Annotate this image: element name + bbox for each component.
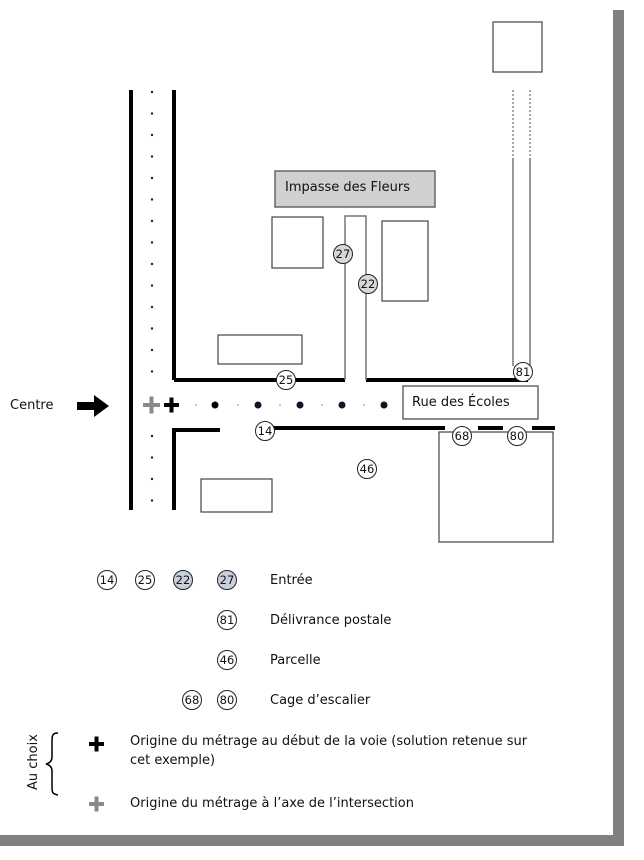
marker-68-text: 68 xyxy=(455,429,470,443)
legend-marker-68: 68 xyxy=(182,690,202,710)
legend-marker-46-text: 46 xyxy=(220,653,235,667)
grey-cross-icon xyxy=(143,396,160,414)
centerline-dot xyxy=(150,112,154,115)
centerline-dot xyxy=(150,477,154,481)
building-south-small xyxy=(200,478,273,513)
au-choix-label: Au choix xyxy=(26,734,41,790)
brace-icon xyxy=(45,732,59,796)
rue-edge-bottom-left xyxy=(172,428,220,510)
legend-marker-81-text: 81 xyxy=(220,613,235,627)
centerline-dot xyxy=(150,284,154,287)
centerline-dot xyxy=(150,90,154,94)
rue-centerline xyxy=(195,401,388,409)
building-stairwell xyxy=(438,431,554,543)
map-markers: 25 14 27 22 81 46 68 80 xyxy=(255,244,533,479)
centerline-dot xyxy=(150,370,154,373)
centerline-dot xyxy=(363,404,365,406)
centerline-dot xyxy=(150,456,154,459)
building-impasse-left xyxy=(271,216,324,269)
legend-origin-start-line2: cet exemple) xyxy=(130,753,216,768)
rue-label-box xyxy=(402,385,539,420)
marker-22: 22 xyxy=(358,274,378,294)
marker-80-text: 80 xyxy=(510,429,525,443)
legend-origin-start-line1: Origine du métrage au début de la voie (… xyxy=(130,734,528,749)
marker-22-text: 22 xyxy=(361,277,376,291)
legend-marker-27-text: 27 xyxy=(220,573,235,587)
centerline-dot xyxy=(150,348,154,352)
impasse-label: Impasse des Fleurs xyxy=(285,180,410,195)
marker-80: 80 xyxy=(507,426,527,446)
legend-marker-80: 80 xyxy=(217,690,237,710)
marker-14: 14 xyxy=(255,421,275,441)
building-north-small xyxy=(217,334,303,365)
page-shadow-bottom xyxy=(0,835,624,846)
page-shadow-right xyxy=(613,10,624,846)
legend-marker-22-text: 22 xyxy=(176,573,191,587)
centre-label: Centre xyxy=(10,398,54,413)
centerline-dot xyxy=(150,434,154,438)
legend-marker-80-text: 80 xyxy=(220,693,235,707)
legend-markers: 14 25 22 27 81 46 68 80 xyxy=(97,570,237,710)
measure-point xyxy=(296,401,304,409)
centerline-dot xyxy=(237,404,239,406)
centerline-dot xyxy=(150,305,154,309)
measure-point xyxy=(380,401,388,409)
road-centerline-dots xyxy=(150,90,154,502)
legend-origin-axis-label: Origine du métrage à l’axe de l’intersec… xyxy=(130,796,414,811)
black-cross-icon xyxy=(164,397,179,413)
marker-46-text: 46 xyxy=(360,462,375,476)
centerline-dot xyxy=(150,155,154,158)
marker-81: 81 xyxy=(513,362,533,382)
postal-path xyxy=(512,90,531,366)
impasse-label-box xyxy=(274,170,436,208)
legend-marker-68-text: 68 xyxy=(185,693,200,707)
marker-25: 25 xyxy=(276,370,296,390)
legend-marker-14: 14 xyxy=(97,570,117,590)
centerline-dot xyxy=(150,241,154,244)
marker-14-text: 14 xyxy=(258,424,273,438)
centerline-dot xyxy=(150,133,154,137)
centerline-dot xyxy=(150,198,154,201)
centerline-dot xyxy=(150,176,154,180)
legend-marker-25-text: 25 xyxy=(138,573,153,587)
marker-25-text: 25 xyxy=(279,373,294,387)
legend-black-cross-icon xyxy=(89,736,104,752)
measure-point xyxy=(211,401,219,409)
legend-entree-label: Entrée xyxy=(270,573,313,588)
centerline-dot xyxy=(195,404,197,406)
centerline-dot xyxy=(150,219,154,223)
legend-parcelle-label: Parcelle xyxy=(270,653,321,668)
right-arrow-icon xyxy=(77,395,109,417)
legend-cage-label: Cage d’escalier xyxy=(270,693,371,708)
centerline-dot xyxy=(279,404,281,406)
marker-68: 68 xyxy=(452,426,472,446)
marker-27: 27 xyxy=(333,244,353,264)
centerline-dot xyxy=(321,404,323,406)
measure-point xyxy=(338,401,346,409)
marker-27-text: 27 xyxy=(336,247,351,261)
legend-marker-14-text: 14 xyxy=(100,573,115,587)
centerline-dot xyxy=(150,262,154,266)
building-postal-remote xyxy=(492,21,543,73)
legend-grey-cross-icon xyxy=(89,796,104,812)
main-vertical-road xyxy=(129,90,300,510)
legend-marker-25: 25 xyxy=(135,570,155,590)
legend-marker-27: 27 xyxy=(217,570,237,590)
centerline-dot xyxy=(150,327,154,330)
legend-marker-46: 46 xyxy=(217,650,237,670)
legend-marker-81: 81 xyxy=(217,610,237,630)
rue-label: Rue des Écoles xyxy=(412,395,510,410)
impasse-road xyxy=(344,215,367,380)
legend-marker-22: 22 xyxy=(173,570,193,590)
marker-46: 46 xyxy=(357,459,377,479)
building-impasse-right xyxy=(381,220,429,302)
centerline-dot xyxy=(150,499,154,502)
measure-point xyxy=(254,401,262,409)
legend-delivrance-label: Délivrance postale xyxy=(270,613,392,628)
marker-81-text: 81 xyxy=(516,365,531,379)
